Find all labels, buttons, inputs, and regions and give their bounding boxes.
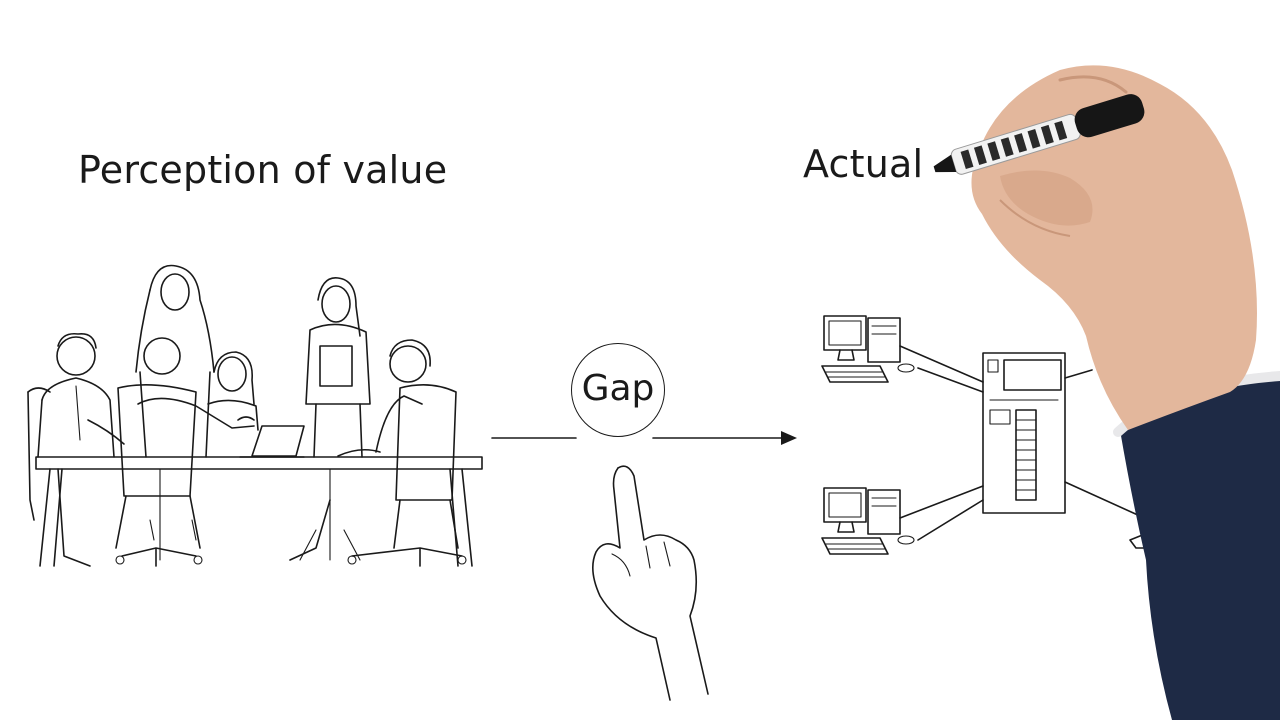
gap-label: Gap [581,367,655,409]
hand-holding-marker-icon [933,65,1280,720]
gap-arrow [491,431,797,445]
actual-heading: Actual [803,142,924,186]
perception-of-value-heading: Perception of value [78,148,448,192]
business-meeting-sketch-icon [27,264,483,567]
pointing-hand-sketch-icon [592,465,709,701]
computer-network-sketch-icon [821,315,1157,555]
gap-circle: Gap [571,343,665,437]
